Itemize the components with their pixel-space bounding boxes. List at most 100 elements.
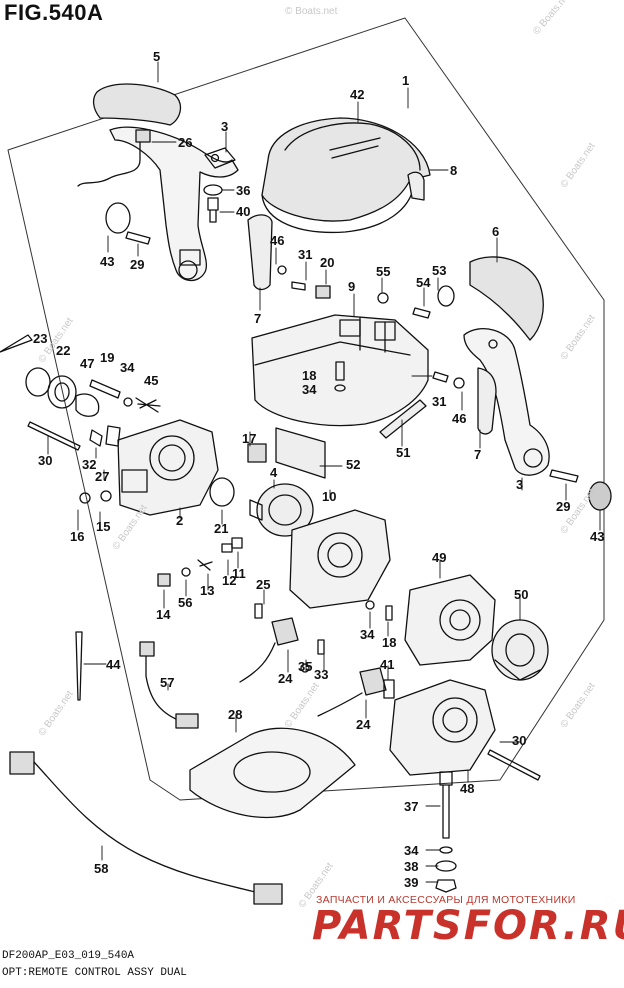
- callout-49: 49: [432, 550, 447, 565]
- callout-23: 23: [33, 331, 48, 346]
- harness-part-57: [145, 651, 179, 721]
- washer-part-34: [334, 384, 346, 392]
- spacer-part-11: [231, 537, 243, 549]
- callout-44: 44: [106, 657, 121, 672]
- callout-41: 41: [380, 657, 395, 672]
- grip-part-5: [92, 83, 182, 126]
- callout-7: 7: [474, 447, 482, 462]
- nut-part-55: [377, 292, 389, 304]
- callout-15: 15: [96, 519, 111, 534]
- callout-56: 56: [178, 595, 193, 610]
- pin-part-19: [89, 379, 121, 399]
- callout-47: 47: [80, 356, 95, 371]
- callout-40: 40: [236, 204, 251, 219]
- screw-part-29-right: [549, 469, 579, 483]
- spring-part-45: [135, 397, 161, 413]
- callout-46: 46: [452, 411, 467, 426]
- bracket-part-7-left: [247, 214, 273, 291]
- bolt-part-37: [439, 771, 453, 839]
- callout-34: 34: [360, 627, 375, 642]
- bracket-part-27: [105, 425, 121, 447]
- washer-part-34-center: [365, 600, 375, 610]
- gasket-part-28: [189, 727, 356, 819]
- ring-part-21: [209, 477, 235, 507]
- callout-25: 25: [256, 577, 271, 592]
- cover-part-8: [261, 117, 431, 234]
- callout-32: 32: [82, 457, 97, 472]
- bolt-part-30: [27, 421, 81, 451]
- bracket-part-41: [383, 679, 395, 699]
- bolt-part-40: [207, 197, 219, 223]
- clip-part-12: [221, 543, 233, 553]
- callout-42: 42: [350, 87, 365, 102]
- bushing-part-53: [437, 285, 455, 307]
- screw-part-54: [412, 307, 431, 319]
- left-lever-part-3: [109, 126, 239, 282]
- callout-43: 43: [590, 529, 605, 544]
- connector-part-14: [157, 573, 171, 587]
- washer-part-35: [300, 663, 310, 673]
- brand-logo: PARTSFOR.RU: [312, 903, 624, 949]
- assembly-outline: [0, 334, 33, 353]
- callout-30: 30: [38, 453, 53, 468]
- housing-part-49: [404, 574, 496, 666]
- harness-part-26: [77, 134, 141, 187]
- callout-53: 53: [432, 263, 447, 278]
- bolt-part-30-right: [487, 749, 541, 781]
- washer-part-46-right: [453, 377, 465, 389]
- callout-54: 54: [416, 275, 431, 290]
- callout-21: 21: [214, 521, 229, 536]
- callout-28: 28: [228, 707, 243, 722]
- callout-36: 36: [236, 183, 251, 198]
- callout-55: 55: [376, 264, 391, 279]
- bracket-part-32: [89, 429, 103, 447]
- gear-part-50: [491, 619, 549, 681]
- leader-lines: [47, 61, 601, 883]
- washer-part-15: [100, 490, 112, 502]
- callout-52: 52: [346, 457, 361, 472]
- housing-part-2: [117, 419, 219, 516]
- callout-46: 46: [270, 233, 285, 248]
- callout-35: 35: [298, 659, 313, 674]
- washer-part-34-lower: [439, 846, 453, 854]
- callout-31: 31: [432, 394, 447, 409]
- callout-34: 34: [120, 360, 135, 375]
- footer-description: OPT:REMOTE CONTROL ASSY DUAL: [2, 967, 187, 979]
- screw-part-31-right: [432, 371, 449, 383]
- grip-part-6: [469, 256, 544, 341]
- callout-24: 24: [356, 717, 371, 732]
- footer-model-code: DF200AP_E03_019_540A: [2, 950, 135, 962]
- callout-2: 2: [176, 513, 184, 528]
- callout-9: 9: [348, 279, 356, 294]
- clip-part-17: [247, 443, 267, 463]
- callout-26: 26: [178, 135, 193, 150]
- sensor-part-24-left: [239, 617, 299, 683]
- callout-48: 48: [460, 781, 475, 796]
- screw-part-16: [79, 492, 91, 504]
- right-lever-part-3: [463, 328, 550, 476]
- callout-43: 43: [100, 254, 115, 269]
- bracket-part-7-right: [477, 367, 497, 435]
- callout-4: 4: [270, 465, 278, 480]
- callout-34: 34: [302, 382, 317, 397]
- housing-part-10: [289, 509, 391, 609]
- callout-20: 20: [320, 255, 335, 270]
- harness-part-58: [9, 751, 283, 905]
- washer-part-34-left: [123, 397, 133, 407]
- callout-29: 29: [556, 499, 571, 514]
- callout-58: 58: [94, 861, 109, 876]
- callout-18: 18: [382, 635, 397, 650]
- callout-7: 7: [254, 311, 262, 326]
- callout-6: 6: [492, 224, 500, 239]
- callout-11: 11: [232, 566, 246, 581]
- callout-3: 3: [221, 119, 229, 134]
- brand-tagline: ЗАПЧАСТИ И АКСЕССУАРЫ ДЛЯ МОТОТЕХНИКИ: [316, 894, 576, 906]
- sensor-part-24-right: [317, 667, 387, 717]
- callout-22: 22: [56, 343, 71, 358]
- callout-13: 13: [200, 583, 215, 598]
- screw-part-25: [254, 603, 263, 619]
- callout-34: 34: [404, 843, 419, 858]
- callout-30: 30: [512, 733, 527, 748]
- callout-33: 33: [314, 667, 329, 682]
